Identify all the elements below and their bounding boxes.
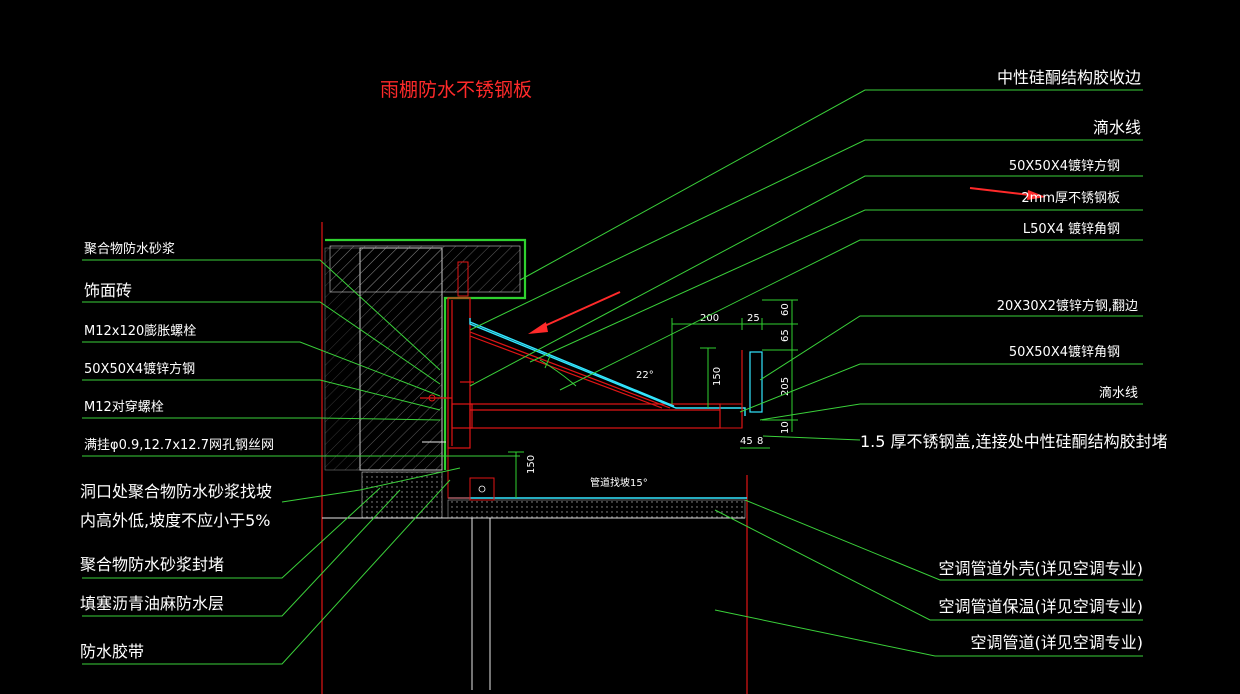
label-mortar-seal: 聚合物防水砂浆封堵 bbox=[80, 555, 224, 574]
label-slope-requirement: 内高外低,坡度不应小于5% bbox=[80, 511, 270, 530]
right-leaders bbox=[469, 89, 1143, 657]
dim-150-upper: 150 bbox=[712, 367, 723, 386]
label-steel-wire-mesh: 满挂φ0.9,12.7x12.7网孔钢丝网 bbox=[84, 438, 274, 453]
dim-25: 25 bbox=[747, 313, 760, 324]
dim-150-lower: 150 bbox=[526, 455, 537, 474]
label-drip-line-top: 滴水线 bbox=[1093, 118, 1141, 137]
pipe-slope-note: 管道找坡15° bbox=[590, 476, 648, 489]
label-square-steel-left: 50X50X4镀锌方钢 bbox=[84, 361, 195, 377]
label-angle-steel-l50: L50X4 镀锌角钢 bbox=[1023, 221, 1120, 237]
structure bbox=[321, 222, 763, 694]
label-polymer-mortar: 聚合物防水砂浆 bbox=[84, 241, 175, 257]
label-expansion-bolt: M12x120膨胀螺栓 bbox=[84, 324, 196, 339]
dim-200: 200 bbox=[700, 313, 719, 324]
dim-205: 205 bbox=[780, 377, 791, 396]
dimension-lines bbox=[508, 299, 798, 498]
label-stainless-cover-1-5: 1.5 厚不锈钢盖,连接处中性硅酮结构胶封堵 bbox=[860, 432, 1168, 451]
label-duct-shell: 空调管道外壳(详见空调专业) bbox=[939, 559, 1144, 578]
label-facing-tile: 饰面砖 bbox=[84, 281, 132, 300]
label-through-bolt: M12对穿螺栓 bbox=[84, 399, 164, 415]
dim-10: 10 bbox=[780, 421, 791, 434]
label-waterproof-tape: 防水胶带 bbox=[80, 642, 144, 661]
label-stainless-plate-2mm: 2mm厚不锈钢板 bbox=[1021, 191, 1120, 206]
label-opening-slope: 洞口处聚合物防水砂浆找坡 bbox=[80, 482, 272, 501]
red-arrows bbox=[528, 187, 1046, 334]
label-silicone-sealant-edge: 中性硅酮结构胶收边 bbox=[997, 68, 1141, 87]
label-duct-insulation: 空调管道保温(详见空调专业) bbox=[939, 597, 1144, 616]
dim-8: 8 bbox=[757, 436, 763, 447]
label-asphalt-hemp: 填塞沥青油麻防水层 bbox=[80, 594, 224, 613]
drawing-title: 雨棚防水不锈钢板 bbox=[380, 79, 532, 101]
dim-45: 45 bbox=[740, 436, 753, 447]
left-leaders bbox=[82, 259, 520, 665]
label-duct: 空调管道(详见空调专业) bbox=[971, 633, 1144, 652]
label-drip-line-lower: 滴水线 bbox=[1099, 385, 1138, 401]
dim-65: 65 bbox=[780, 329, 791, 342]
dim-angle-22: 22° bbox=[636, 370, 654, 381]
label-angle-steel-50: 50X50X4镀锌角钢 bbox=[1009, 344, 1120, 360]
label-square-steel-50: 50X50X4镀锌方钢 bbox=[1009, 158, 1120, 174]
dim-60: 60 bbox=[780, 303, 791, 316]
label-square-steel-20x30: 20X30X2镀锌方钢,翻边 bbox=[997, 298, 1138, 314]
